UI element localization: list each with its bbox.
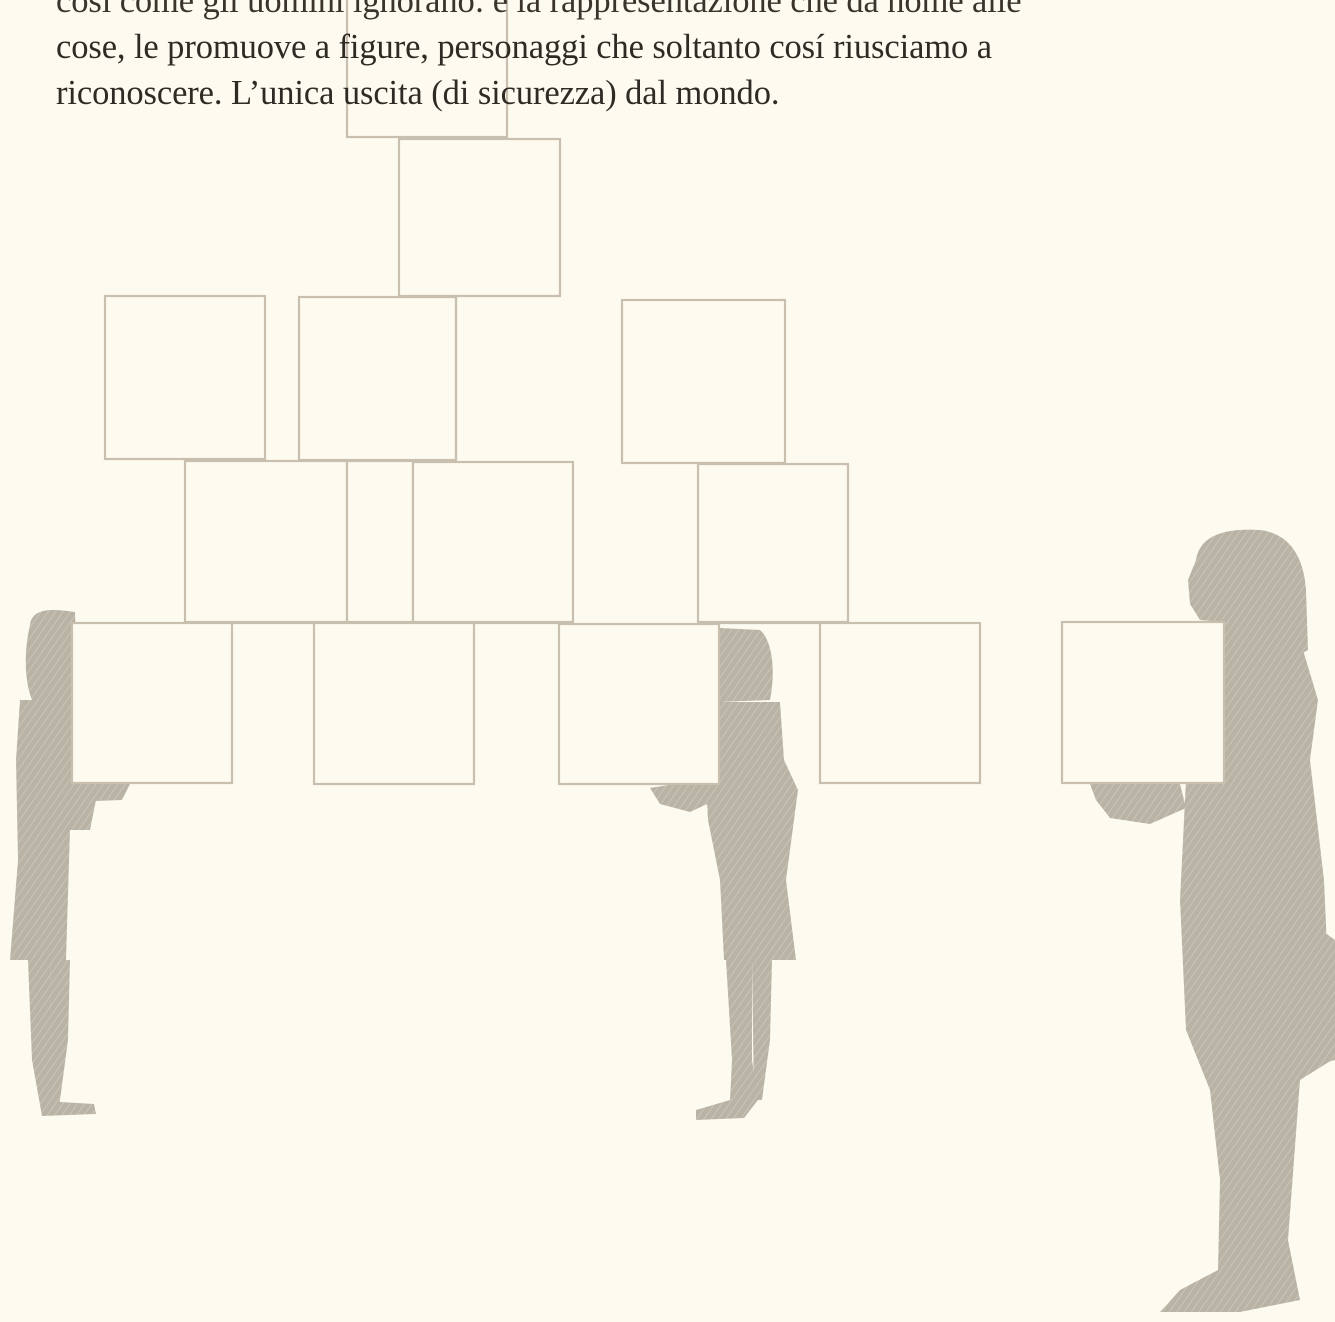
body-text: cosí come gli uomini ignorano: è la rapp… <box>56 0 1066 116</box>
figure-center-icon <box>650 628 798 1120</box>
box-row4-b <box>345 459 415 624</box>
text-line-2: cose, le promuove a figure, personaggi c… <box>56 28 992 66</box>
figure-right-icon <box>1090 529 1335 1312</box>
box-row2 <box>397 137 562 298</box>
box-top <box>345 0 509 139</box>
box-row5-d <box>818 621 982 785</box>
box-row5-b <box>312 621 476 786</box>
box-row3-a <box>103 294 267 461</box>
box-row3-c <box>620 298 787 465</box>
box-row4-a <box>183 459 349 624</box>
text-line-3: riconoscere. L’unica uscita (di sicurezz… <box>56 74 780 112</box>
box-row5-c <box>557 622 721 786</box>
text-line-1: cosí come gli uomini ignorano: è la rapp… <box>56 0 1022 20</box>
box-row3-b <box>297 295 458 462</box>
box-row5-e <box>1060 620 1226 785</box>
box-row4-c <box>411 460 575 624</box>
box-row5-a <box>70 621 234 785</box>
box-row4-d <box>696 462 850 624</box>
